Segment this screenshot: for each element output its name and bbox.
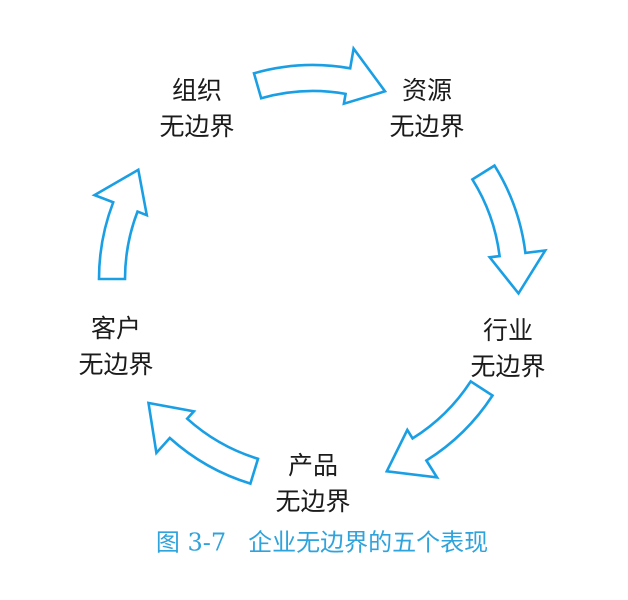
node-organization-line1: 组织 <box>171 76 223 105</box>
node-organization-boundaryless: 组织 无边界 <box>159 73 234 145</box>
node-product-line2: 无边界 <box>275 487 351 516</box>
node-organization-line2: 无边界 <box>159 112 235 141</box>
arrow-industry-to-product-icon <box>384 379 495 480</box>
node-resources-boundaryless: 资源 无边界 <box>389 73 464 145</box>
figure-caption-title: 企业无边界的五个表现 <box>248 528 489 557</box>
arrow-resources-to-industry-icon <box>470 163 548 296</box>
node-industry-boundaryless: 行业 无边界 <box>470 313 545 385</box>
arrow-organization-to-resources-icon <box>252 45 388 106</box>
node-customer-boundaryless: 客户 无边界 <box>78 311 153 383</box>
node-resources-line1: 资源 <box>401 76 453 105</box>
node-product-boundaryless: 产品 无边界 <box>275 448 350 520</box>
arrow-product-to-customer-icon <box>146 401 260 486</box>
node-product-line1: 产品 <box>287 451 339 480</box>
node-customer-line2: 无边界 <box>78 350 154 379</box>
node-customer-line1: 客户 <box>90 314 142 343</box>
figure-caption-number: 图 3-7 <box>155 528 227 557</box>
arrow-customer-to-organization-icon <box>91 167 149 281</box>
node-industry-line1: 行业 <box>482 316 534 345</box>
node-resources-line2: 无边界 <box>389 112 465 141</box>
figure-caption: 图 3-7 企业无边界的五个表现 <box>156 523 488 558</box>
node-industry-line2: 无边界 <box>470 352 546 381</box>
